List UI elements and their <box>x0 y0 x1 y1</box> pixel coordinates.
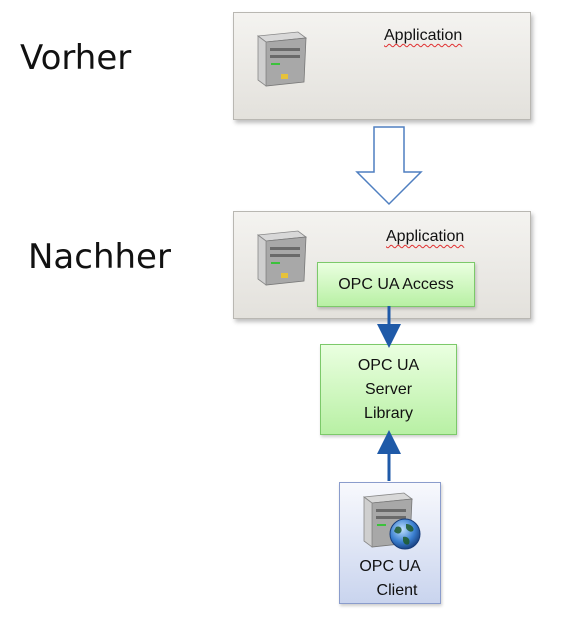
library-line-2: Server <box>364 380 413 398</box>
library-line-1: OPC UA <box>357 356 420 374</box>
client-label-line-1: OPC UA <box>359 558 421 575</box>
client-label-line-2: Client <box>376 582 418 599</box>
opc-ua-client-box: OPC UA Client <box>339 482 441 604</box>
after-application-box: Application <box>233 211 531 319</box>
before-application-box: Application <box>233 12 531 120</box>
server-icon <box>256 31 308 87</box>
opc-ua-access-box: OPC UA Access <box>317 262 475 307</box>
opc-ua-server-library-box: OPC UA Server Library <box>320 344 457 435</box>
after-heading: Nachher <box>28 237 171 277</box>
before-heading: Vorher <box>20 38 132 78</box>
hollow-down-arrow <box>355 126 423 206</box>
after-application-label: Application <box>386 228 465 245</box>
before-application-label: Application <box>384 27 463 44</box>
opc-ua-access-label: OPC UA Access <box>338 275 454 293</box>
server-icon <box>256 230 308 286</box>
globe-icon <box>389 518 421 550</box>
library-line-3: Library <box>364 404 413 422</box>
